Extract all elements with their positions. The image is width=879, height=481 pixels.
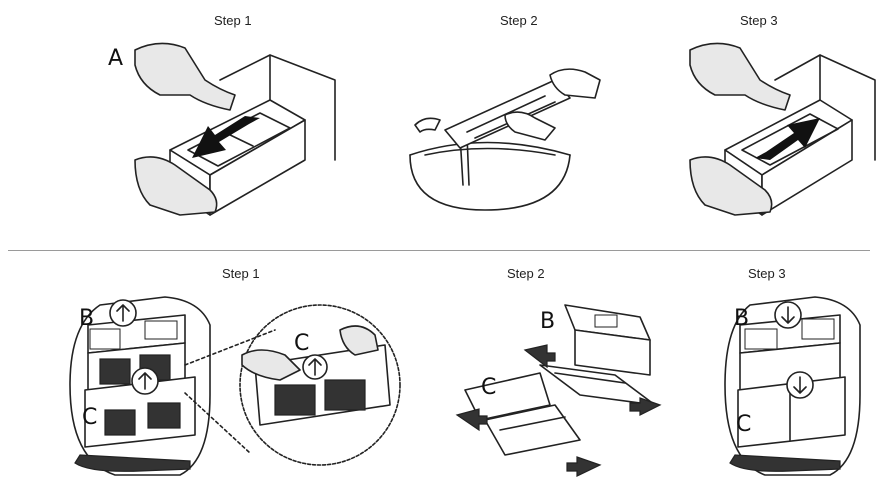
bottom-step3-illustration	[724, 296, 861, 476]
arrow-left-icon	[523, 344, 556, 369]
callout-c-step1-zoom: C	[294, 331, 310, 356]
arrow-left-icon	[455, 408, 488, 432]
arrow-right-icon	[566, 456, 602, 477]
up-arrow-icon	[308, 358, 322, 376]
bottom-step1-illustration	[69, 296, 401, 476]
bottom-step3-label: Step 3	[748, 266, 786, 281]
callout-b-step2: B	[540, 309, 556, 334]
callout-a: A	[108, 46, 124, 71]
callout-c-step3: C	[736, 412, 752, 437]
down-arrow-icon	[781, 306, 795, 324]
up-arrow-icon	[116, 304, 130, 322]
pull-arrow-icon	[192, 116, 260, 158]
glove-hand-bottom-icon	[689, 156, 773, 216]
top-step3-label: Step 3	[740, 13, 778, 28]
glove-hand-right-icon	[339, 325, 379, 356]
top-step1-illustration	[134, 42, 336, 216]
callout-b-step3: B	[734, 306, 750, 331]
glove-hand-bottom-icon	[134, 156, 218, 216]
section-divider	[8, 250, 870, 251]
callout-b-step1: B	[79, 306, 95, 331]
top-step1-label: Step 1	[214, 13, 252, 28]
up-arrow-icon	[138, 372, 152, 390]
callout-c-step2: C	[481, 375, 497, 400]
glove-hand-left-icon	[241, 349, 301, 381]
bottom-step2-label: Step 2	[507, 266, 545, 281]
hand-right-icon	[549, 68, 601, 99]
top-step2-label: Step 2	[500, 13, 538, 28]
top-step3-illustration	[689, 42, 876, 216]
down-arrow-icon	[793, 376, 807, 394]
arrow-right-icon	[629, 397, 662, 416]
hand-left-icon	[504, 111, 556, 141]
glove-hand-top-icon	[134, 42, 236, 111]
bottom-step2-illustration	[455, 304, 662, 477]
callout-c-step1: C	[82, 405, 98, 430]
top-step2-illustration	[409, 68, 601, 211]
push-arrow-icon	[755, 118, 820, 160]
glove-hand-top-icon	[689, 42, 791, 111]
bottom-step1-label: Step 1	[222, 266, 260, 281]
